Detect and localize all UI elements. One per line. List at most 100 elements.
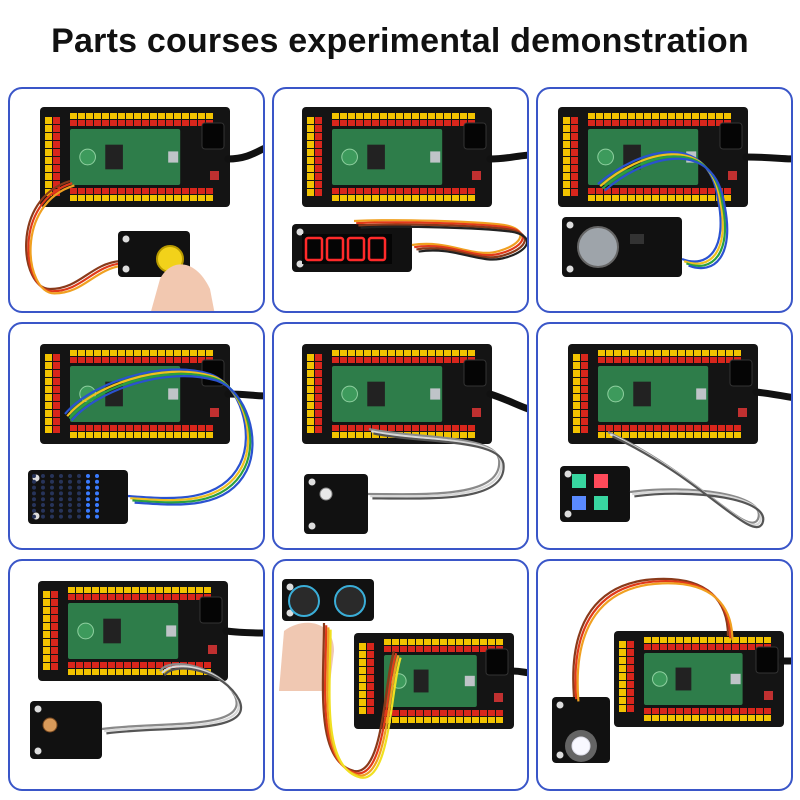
jumper-wire [611,435,765,529]
pico-board [68,603,179,659]
jumper-wires [353,219,527,261]
jumper-wire [372,432,505,500]
usb-port [730,673,741,685]
matrix-led [68,479,72,484]
matrix-led [77,514,81,519]
jumper-wire [601,155,727,267]
panel-ultrasonic-demo [272,559,529,791]
jumper-wires [367,427,505,500]
matrix-led [41,491,45,496]
raspberry-logo [79,148,96,166]
pico-chip [675,667,692,691]
usb-cable [742,153,791,163]
jumper-wires [572,577,734,702]
jumper-wire [324,625,398,775]
jumper-wire [576,582,734,702]
power-jack [485,648,509,676]
coin-cell-holder [577,226,619,268]
scene-led [302,344,527,534]
power-jack [463,359,487,387]
jumper-wires [64,368,254,506]
jumper-wire [599,153,724,265]
pico-board [70,129,181,185]
matrix-led [32,491,36,496]
led-glow [565,730,597,762]
pico-board [332,129,443,185]
reset-button [764,691,773,700]
scene-digital-tube [292,107,527,272]
raspberry-logo [597,148,614,166]
usb-port [696,388,707,400]
mount-hole [122,235,130,243]
pico-chip [103,618,121,644]
mount-hole [556,701,564,709]
matrix-led [59,485,63,490]
matrix-led [68,503,72,507]
matrix-led [50,479,54,484]
matrix-led [95,514,99,519]
pico-chip [413,669,429,693]
matrix-led [59,474,63,478]
module-pcb [552,697,610,763]
scene-led-matrix [28,344,263,524]
jumper-wire [106,667,243,735]
panel-led-matrix-demo [8,322,265,550]
expansion-board [568,344,758,444]
ultrasonic-module [282,579,374,621]
usb-port [464,675,475,687]
matrix-led [77,497,81,502]
pico-chip [105,144,123,170]
scene-photoresistor [30,581,263,759]
matrix-led [50,485,54,490]
jumper-wire [326,627,400,777]
mount-hole [566,265,574,273]
finger [151,264,215,311]
matrix-led [95,497,99,502]
expansion-board [38,581,228,681]
matrix-led [41,508,45,513]
power-jack [201,122,225,150]
matrix-led [86,491,90,496]
raspberry-logo [607,385,624,403]
matrix-led [59,514,63,519]
white-led-module [552,697,610,763]
jumper-wire [360,225,527,261]
mount-hole [296,228,304,236]
panel-button-demo [8,87,265,313]
jumper-wires [321,622,402,779]
matrix-led [86,479,90,484]
jumper-wire [328,629,402,779]
matrix-led [59,508,63,513]
led-digit [304,236,324,262]
jumper-wire [321,622,396,773]
pico-board [332,366,443,422]
mount-hole [122,265,130,273]
expansion-board [40,107,230,207]
raspberry-logo [341,385,358,403]
jumper-wire [370,430,503,498]
jumper-wire [104,665,240,733]
matrix-led [68,485,72,490]
jumper-wire [101,663,238,731]
power-jack [199,596,223,624]
expansion-board [614,631,784,727]
led-digit [346,236,366,262]
mount-hole [34,705,42,713]
matrix-led [59,497,63,502]
expansion-board [40,344,230,444]
matrix-led [86,514,90,519]
led-bulb [571,736,591,756]
usb-port [168,151,179,163]
matrix-led [59,491,63,496]
matrix-led [77,485,81,490]
expansion-board [354,633,514,729]
matrix-led [41,479,45,484]
mount-hole [286,583,294,591]
jumper-wires [597,151,729,270]
jumper-wire [68,372,252,504]
usb-port [430,151,441,163]
matrix-led [41,503,45,507]
hand [279,622,334,691]
matrix-led [95,503,99,507]
pico-chip [367,381,385,407]
